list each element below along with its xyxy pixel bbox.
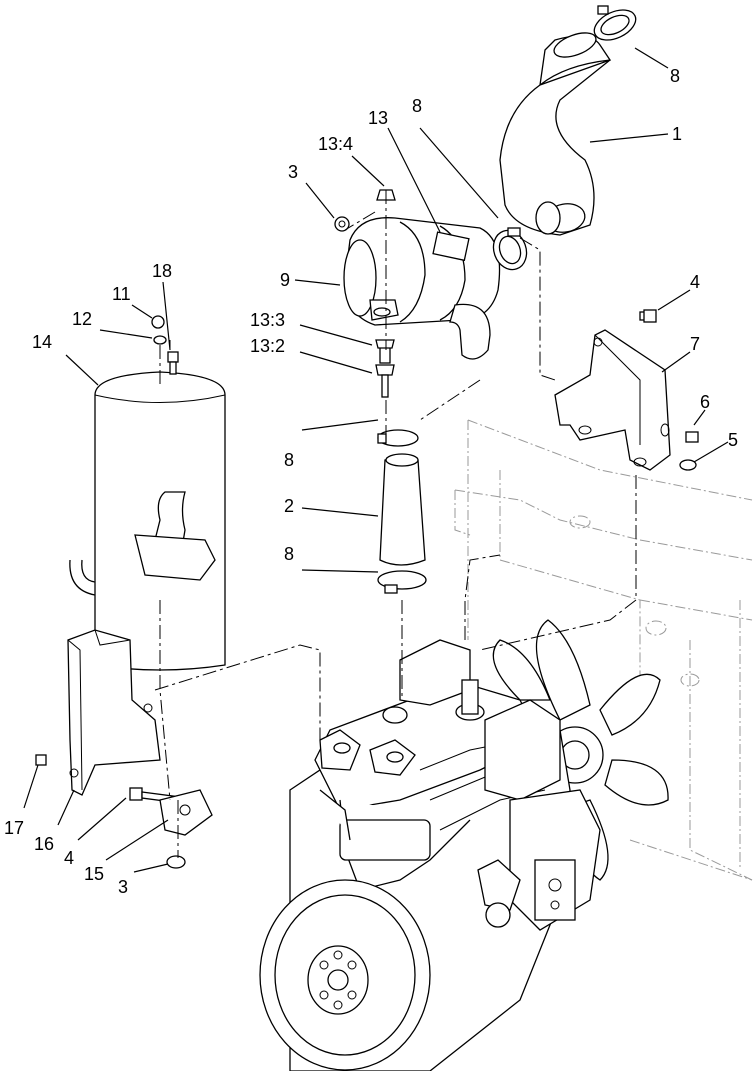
fasteners-left-bottom — [35, 754, 213, 869]
callout-14: 14 — [32, 332, 52, 352]
callout-7: 7 — [690, 334, 700, 354]
callout-1: 1 — [672, 124, 682, 144]
callout-12: 12 — [72, 309, 92, 329]
callout-17: 17 — [4, 818, 24, 838]
callout-4-bottom: 4 — [64, 848, 74, 868]
callout-18: 18 — [152, 261, 172, 281]
callout-6: 6 — [700, 392, 710, 412]
callout-3-top: 3 — [288, 162, 298, 182]
muffler-part-9 — [343, 217, 501, 360]
bracket-part-16 — [67, 629, 161, 796]
callout-8-lower: 8 — [284, 544, 294, 564]
fasteners-left-top — [151, 315, 179, 375]
hose-clamp-top — [593, 5, 637, 41]
callout-labels: 8 1 8 13 13:4 3 9 13:3 13:2 8 2 8 18 11 … — [4, 66, 738, 897]
radiator-ghost — [454, 419, 753, 881]
callout-8-top: 8 — [670, 66, 680, 86]
callout-13: 13 — [368, 108, 388, 128]
callout-13-2: 13:2 — [250, 336, 285, 356]
callout-15: 15 — [84, 864, 104, 884]
assembly-centerlines — [154, 190, 637, 858]
callout-11: 11 — [112, 284, 131, 304]
hose-clamp-outlet — [492, 227, 528, 271]
callout-9: 9 — [280, 270, 290, 290]
bracket-part-7 — [554, 329, 671, 471]
callout-13-4: 13:4 — [318, 134, 353, 154]
leader-lines — [23, 47, 729, 873]
fasteners-top — [334, 189, 396, 398]
callout-8-outlet: 8 — [412, 96, 422, 116]
callout-2: 2 — [284, 496, 294, 516]
fasteners-right — [639, 309, 699, 471]
callout-5: 5 — [728, 430, 738, 450]
exhaust-hose-part-2 — [379, 453, 426, 566]
callout-4-top: 4 — [690, 272, 700, 292]
flywheel — [259, 879, 431, 1071]
callout-13-3: 13:3 — [250, 310, 285, 330]
callout-16: 16 — [34, 834, 54, 854]
callout-8-upper: 8 — [284, 450, 294, 470]
callout-3-bottom: 3 — [118, 877, 128, 897]
heat-shield-part-14 — [69, 371, 226, 671]
hose-clamp-lower — [377, 570, 427, 594]
hose-clamp-upper — [377, 429, 419, 447]
tailpipe-part-1 — [499, 32, 612, 236]
